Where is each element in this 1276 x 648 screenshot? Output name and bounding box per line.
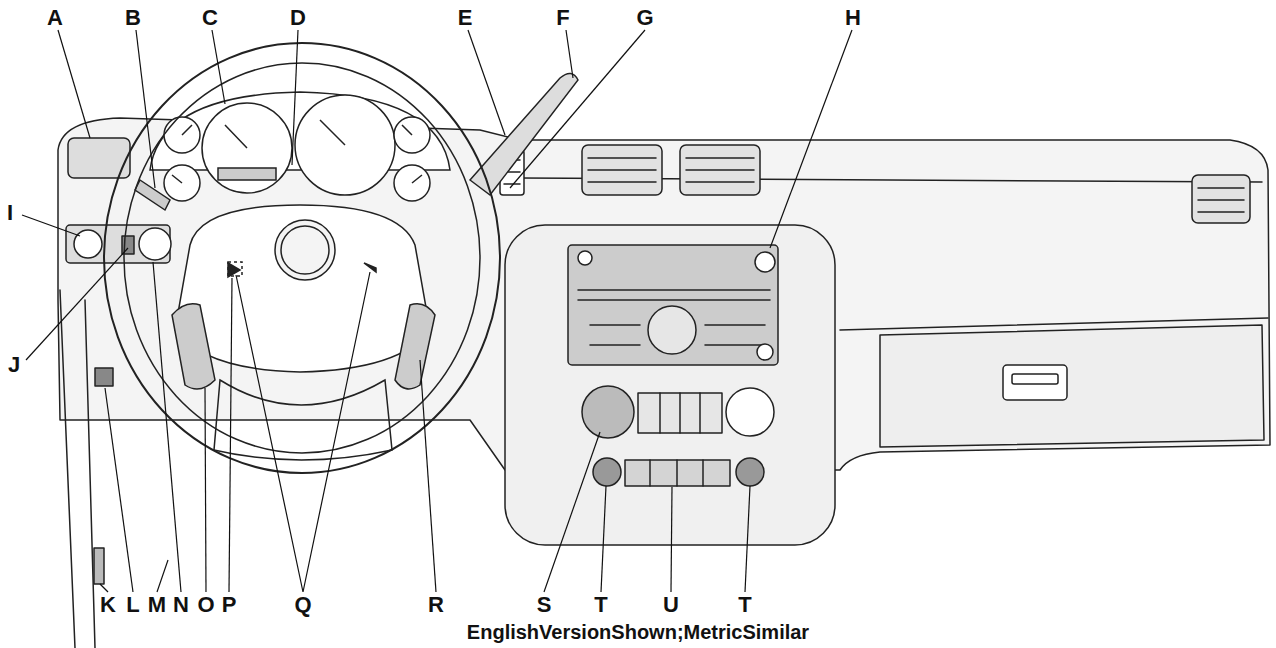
callout-letter: S [537,594,552,616]
center-stack [505,225,835,545]
leader-line [58,30,90,138]
callout-letter: U [663,594,679,616]
a-pillar [60,290,95,648]
callout-letter: F [556,7,569,29]
steering-wheel-rim [124,63,480,453]
horn-symbol [228,263,376,277]
driver-info-display [218,168,276,180]
callout-letter: D [290,7,306,29]
climate-buttons [660,393,700,433]
radio [568,245,778,365]
right-wheel-controls [395,304,435,389]
glove-box-handle [1003,365,1067,400]
leader-line [205,388,206,592]
callout-letter: H [845,7,861,29]
wiper-stalk [135,180,170,210]
callout-letter: Q [294,594,311,616]
leader-line [229,278,232,592]
callout-letter: N [173,594,189,616]
dimmer-knob [139,228,171,260]
callout-letter: G [636,7,653,29]
callout-letter: C [202,7,218,29]
right-air-vent [1192,175,1250,223]
callout-letter: K [100,594,116,616]
instrument-panel [58,118,1270,648]
callout-letter: B [125,7,141,29]
leader-line [105,388,133,592]
leader-line [136,30,155,188]
callout-letter: R [428,594,444,616]
headlamp-knob [74,230,102,258]
leader-line [212,30,225,104]
callout-letter: P [222,594,237,616]
callout-letter: M [148,594,166,616]
leader-line [671,487,672,592]
parking-brake-release [95,368,113,386]
callout-letter: T [594,594,607,616]
leader-line [601,486,606,592]
seat-heat-switch [593,458,621,486]
steering-wheel-spoke [214,380,392,460]
leader-line [566,30,573,78]
leader-line [468,30,505,135]
climate-knob [582,386,634,438]
leader-line [153,262,181,592]
radio-knob [578,251,592,265]
climate-knob [726,388,774,436]
leader-line [420,360,436,592]
hood-release [94,548,104,584]
leader-lines [22,30,852,592]
leader-line [100,584,108,592]
glove-box [880,325,1264,447]
callout-letter: L [126,594,139,616]
steering-wheel-hub [175,205,430,372]
callout-letter: J [8,354,20,376]
radio-knob [648,306,696,354]
leader-line [292,30,298,165]
leader-line [544,432,600,592]
instrument-cluster [150,92,450,201]
switch-bank [625,460,730,486]
leader-line [510,30,645,188]
callout-letter: E [458,7,473,29]
callout-letter: I [7,202,13,224]
leader-line [745,486,750,592]
gauge-needles [172,120,422,183]
radio-knob [757,344,773,360]
horn-pad [281,226,329,274]
headlamp-switch-panel [66,225,170,263]
callout-letter: T [738,594,751,616]
vent-louvers [588,158,1244,212]
left-wheel-controls [172,304,215,389]
seat-heat-switch [736,458,764,486]
leader-line [26,248,128,360]
switch-dividers [650,460,703,486]
leader-line [236,272,370,592]
radio-knob [755,252,775,272]
figure-caption: EnglishVersionShown;MetricSimilar [467,622,809,642]
steering-wheel-rim [104,43,500,473]
callout-letter: A [47,7,63,29]
glove-box-latch [1012,374,1058,384]
callout-letter: O [197,594,214,616]
leader-line [22,215,80,236]
leader-line [157,560,168,592]
horn-pad [275,220,335,280]
leader-line [770,30,852,248]
climate-panel [638,393,722,433]
